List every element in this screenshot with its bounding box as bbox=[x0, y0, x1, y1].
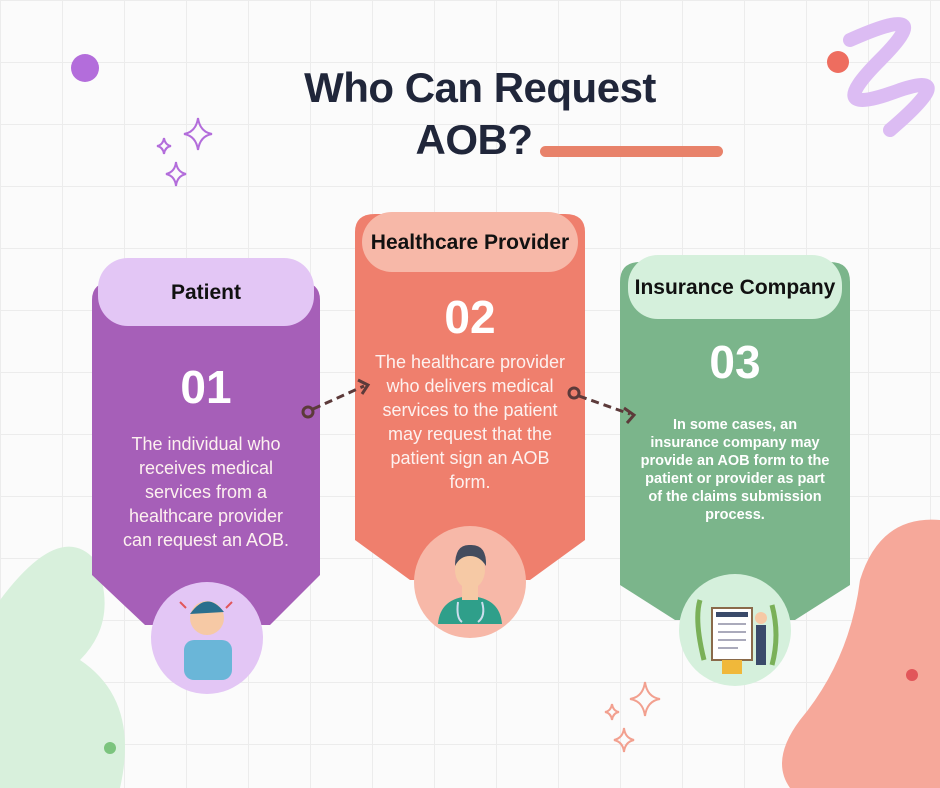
patient-icon-circle bbox=[151, 582, 263, 694]
card-provider-bg bbox=[355, 214, 585, 580]
title-underline bbox=[540, 146, 723, 157]
card-insurance-bg bbox=[620, 262, 850, 620]
card-label: Patient bbox=[98, 258, 314, 326]
sparkle-icon bbox=[604, 681, 661, 753]
green-dot bbox=[104, 742, 116, 754]
insurance-policy-icon bbox=[695, 599, 779, 674]
purple-dot bbox=[71, 54, 99, 82]
pink-blob bbox=[782, 519, 940, 788]
card-number: 03 bbox=[709, 336, 761, 388]
card-description: The individual who receives medical serv… bbox=[122, 434, 290, 550]
sparkle-icon bbox=[156, 117, 213, 187]
card-description: The healthcare provider who delivers med… bbox=[374, 352, 566, 492]
card-description: In some cases, an insurance company may … bbox=[640, 417, 830, 523]
arrow-patient-to-provider bbox=[301, 378, 371, 419]
page-title-line1: Who Can Request bbox=[304, 64, 656, 111]
card-number: 01 bbox=[180, 361, 232, 413]
card-patient-bg bbox=[92, 282, 320, 625]
red-dot bbox=[906, 669, 918, 681]
squiggle-decoration bbox=[843, 17, 935, 137]
card-label: Healthcare Provider bbox=[362, 212, 578, 272]
sick-patient-icon bbox=[179, 601, 233, 680]
coral-dot bbox=[827, 51, 849, 73]
card-label: Insurance Company bbox=[628, 255, 842, 319]
doctor-icon bbox=[438, 544, 502, 624]
green-blob bbox=[0, 546, 125, 788]
card-number: 02 bbox=[444, 291, 496, 343]
arrow-provider-to-insurance bbox=[567, 386, 637, 424]
page-title-line2: AOB? bbox=[415, 116, 534, 163]
